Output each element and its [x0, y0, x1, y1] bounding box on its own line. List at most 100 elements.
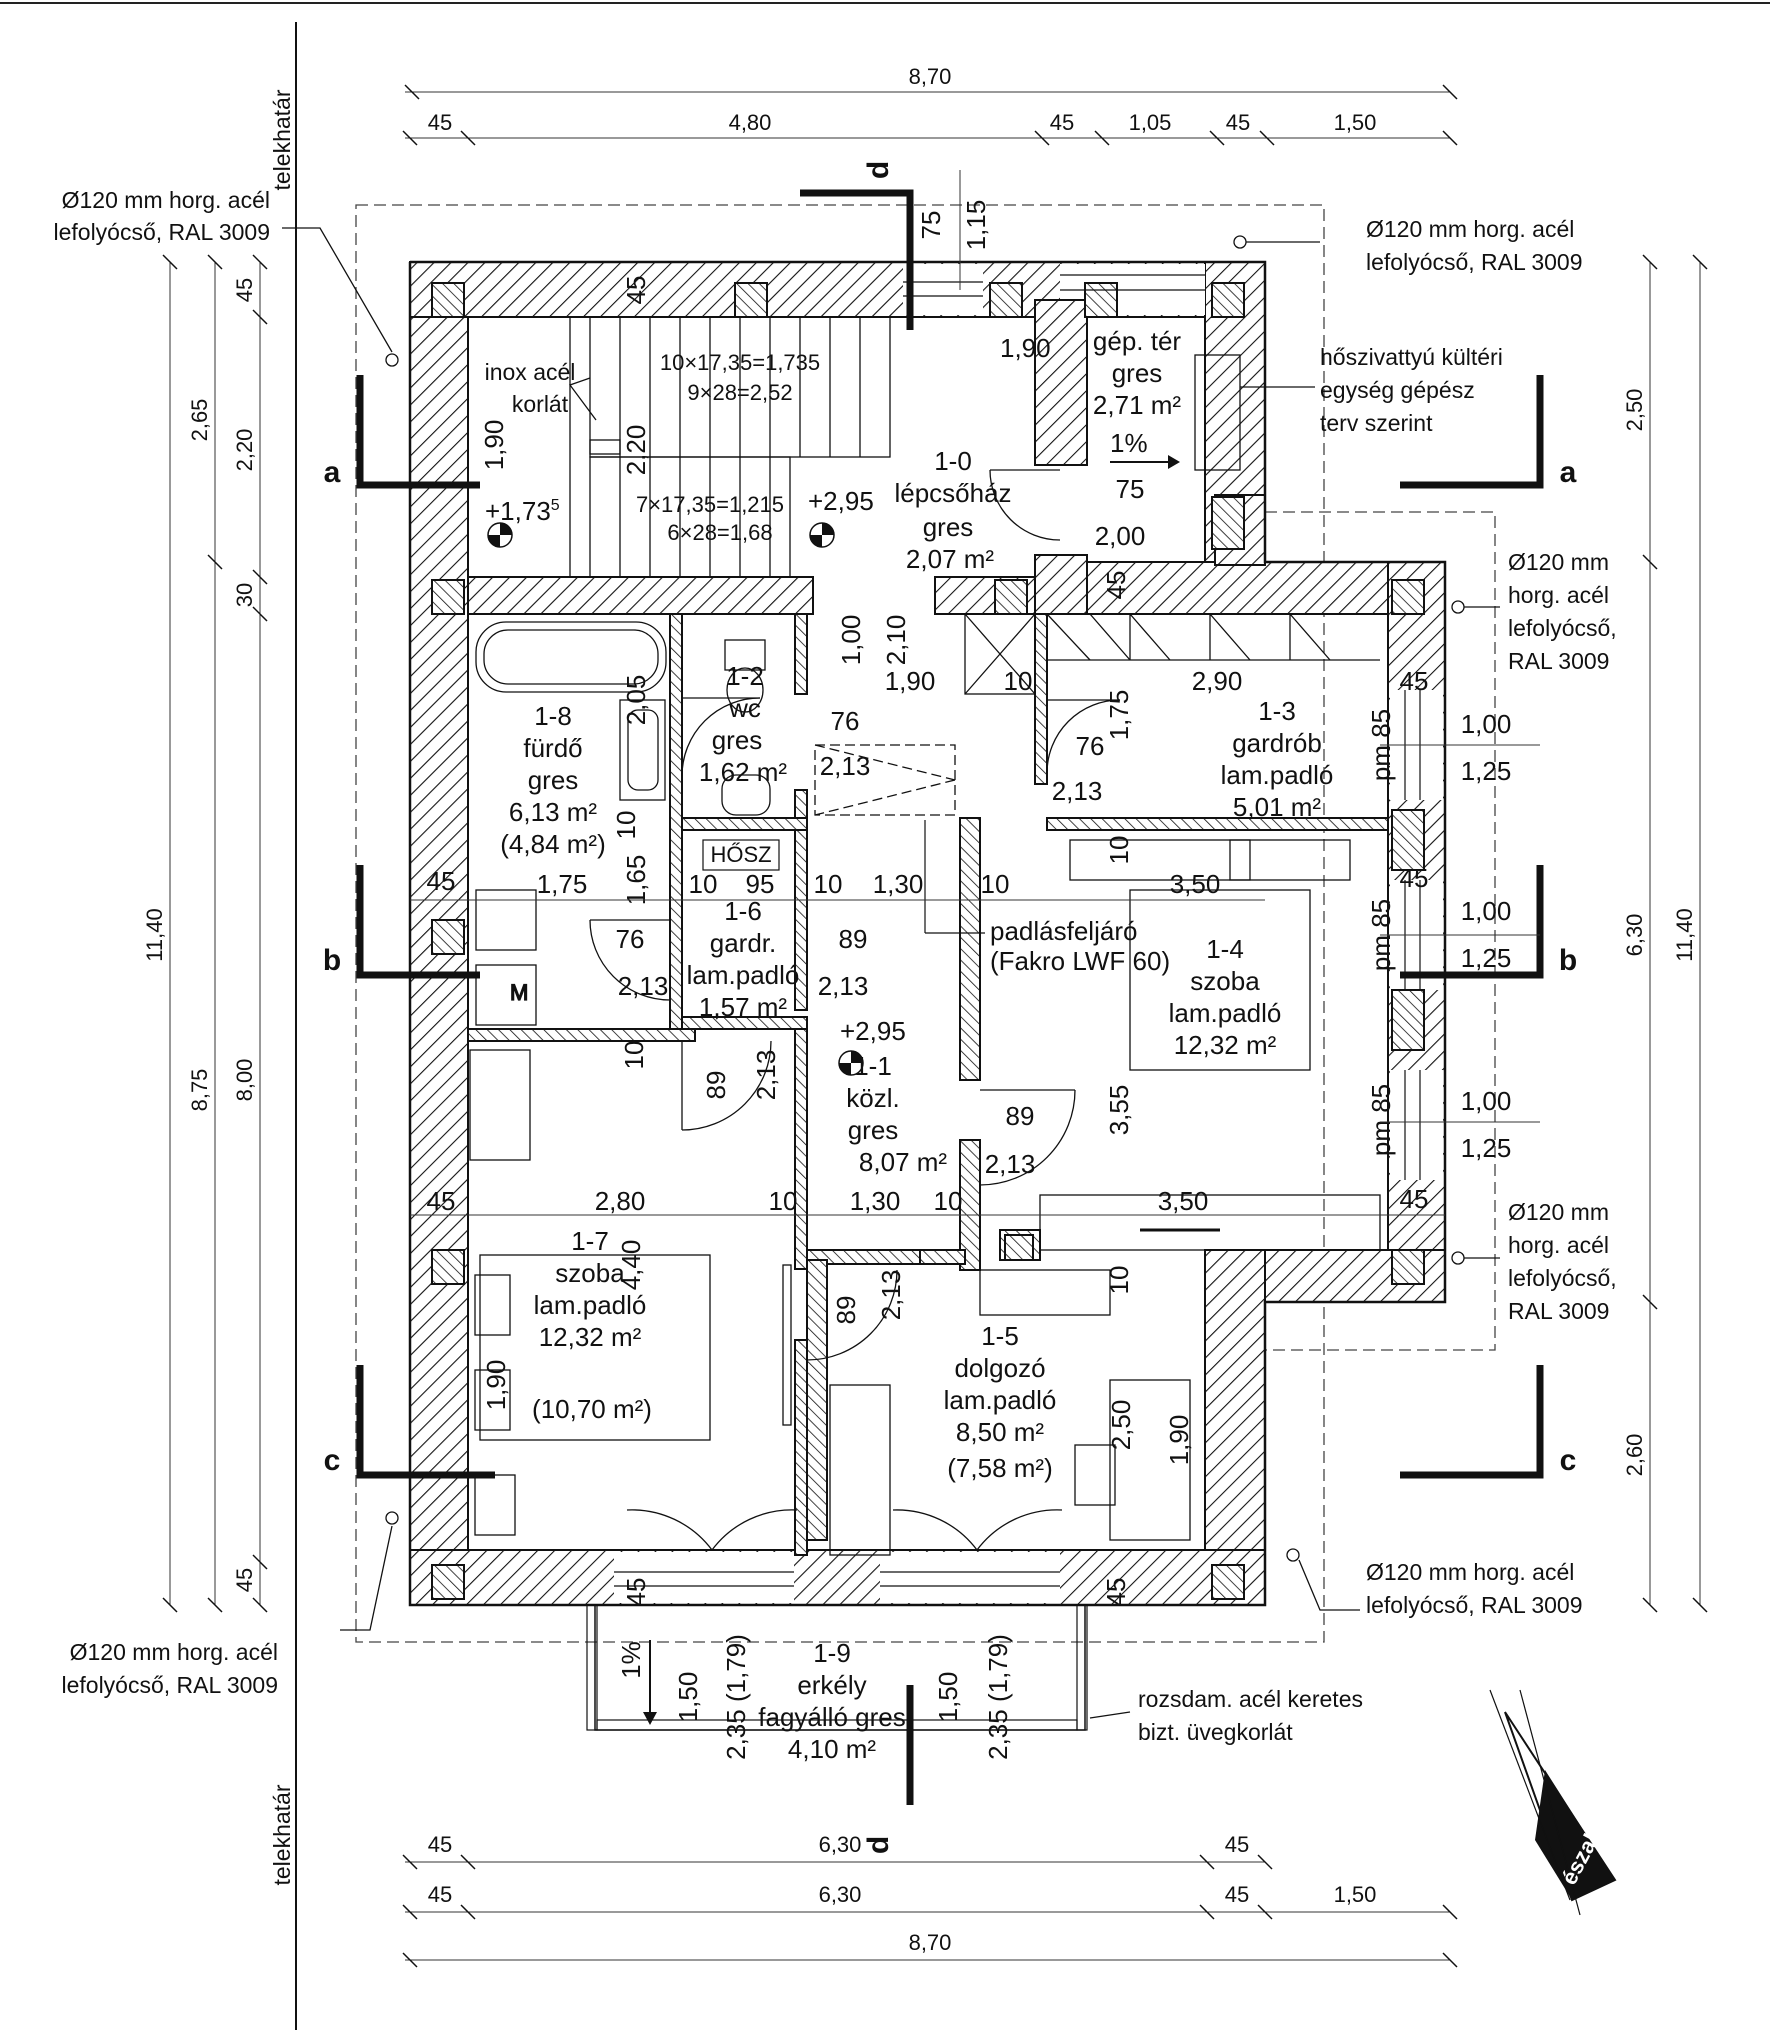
railing-note-1: inox acél	[485, 359, 576, 385]
svg-text:2,35 (1,79): 2,35 (1,79)	[983, 1634, 1013, 1760]
svg-text:8,50 m²: 8,50 m²	[956, 1417, 1044, 1447]
svg-text:gres: gres	[1112, 358, 1163, 388]
downpipe-bl-line1: Ø120 mm horg. acél	[70, 1639, 278, 1665]
svg-text:89: 89	[1006, 1101, 1035, 1131]
dim-bottom-total: 8,70	[909, 1930, 952, 1955]
dim-bottom1-1: 6,30	[819, 1832, 862, 1857]
dim-left-inner-3: 8,00	[232, 1059, 257, 1102]
svg-text:4,40: 4,40	[616, 1240, 646, 1291]
downpipe-mr1-line2: horg. acél	[1508, 582, 1609, 608]
dim-left-inner-2: 30	[232, 583, 257, 607]
svg-text:1,00: 1,00	[836, 615, 866, 666]
room-1-8: 1-8 fürdő gres 6,13 m² (4,84 m²)	[500, 701, 605, 859]
section-d-top: d	[862, 161, 895, 179]
svg-text:3,55: 3,55	[1104, 1085, 1134, 1136]
svg-text:(4,84 m²): (4,84 m²)	[500, 829, 605, 859]
svg-text:fagyálló gres: fagyálló gres	[758, 1702, 905, 1732]
svg-text:2,13: 2,13	[818, 971, 869, 1001]
section-b-right: b	[1559, 944, 1577, 977]
svg-text:1,00: 1,00	[1461, 1086, 1512, 1116]
dim-right-inner-1: 6,30	[1622, 914, 1647, 957]
svg-text:45: 45	[621, 1578, 651, 1607]
svg-text:erkély: erkély	[797, 1670, 866, 1700]
dim-left-outer: 11,40	[142, 908, 167, 961]
svg-text:4,10 m²: 4,10 m²	[788, 1734, 876, 1764]
downpipe-bl-line2: lefolyócső, RAL 3009	[61, 1672, 278, 1698]
svg-text:M: M	[510, 980, 528, 1005]
downpipe-markers	[282, 227, 1500, 1719]
svg-text:wc: wc	[728, 693, 761, 723]
balcony-railing-note-1: rozsdam. acél keretes	[1138, 1686, 1363, 1712]
svg-text:10: 10	[981, 869, 1010, 899]
dim-left-inner-0: 45	[232, 278, 257, 302]
attic-note-2: (Fakro LWF 60)	[990, 946, 1170, 976]
attic-note-1: padlásfeljáró	[990, 916, 1137, 946]
svg-text:szoba: szoba	[555, 1258, 625, 1288]
level-295-stair: +2,95	[808, 486, 874, 516]
svg-text:1-1: 1-1	[854, 1051, 892, 1081]
section-b-left: b	[323, 944, 341, 977]
svg-text:1,25: 1,25	[1461, 943, 1512, 973]
svg-text:2,00: 2,00	[1095, 521, 1146, 551]
svg-text:45: 45	[427, 1186, 456, 1216]
section-c-left: c	[324, 1444, 341, 1477]
svg-text:45: 45	[621, 276, 651, 305]
svg-text:1,90: 1,90	[885, 666, 936, 696]
svg-text:75: 75	[916, 211, 946, 240]
svg-text:(7,58 m²): (7,58 m²)	[947, 1453, 1052, 1483]
staircase	[569, 316, 891, 578]
slope-label-balcony: 1%	[616, 1641, 646, 1679]
svg-text:1,15: 1,15	[961, 200, 991, 251]
roof-outline-right	[1265, 511, 1496, 1351]
downpipe-mr1-line4: RAL 3009	[1508, 648, 1609, 674]
svg-text:10: 10	[1104, 1266, 1134, 1295]
svg-text:1-8: 1-8	[534, 701, 572, 731]
svg-text:2,13: 2,13	[618, 971, 669, 1001]
heat-pump-note-2: egység gépész	[1320, 377, 1475, 403]
svg-text:szoba: szoba	[1190, 966, 1260, 996]
svg-text:2,13: 2,13	[1052, 776, 1103, 806]
stair-note-3: 7×17,35=1,215	[636, 492, 784, 517]
dimension-ticks	[162, 84, 1708, 1968]
dim-top-2: 45	[1050, 110, 1074, 135]
svg-text:2,13: 2,13	[820, 751, 871, 781]
svg-text:2,20: 2,20	[621, 425, 651, 476]
downpipe-tr-line2: lefolyócső, RAL 3009	[1366, 249, 1583, 275]
balcony	[586, 1604, 1088, 1731]
svg-text:lam.padló: lam.padló	[1169, 998, 1282, 1028]
section-a-left: a	[324, 456, 341, 489]
dimension-lines	[169, 91, 1701, 1961]
svg-text:75: 75	[1116, 474, 1145, 504]
svg-text:1-3: 1-3	[1258, 696, 1296, 726]
dim-top-0: 45	[428, 110, 452, 135]
downpipe-mr2-line3: lefolyócső,	[1508, 1265, 1617, 1291]
room-1-5: 1-5 dolgozó lam.padló 8,50 m² (7,58 m²)	[944, 1321, 1057, 1483]
svg-text:2,05: 2,05	[621, 675, 651, 726]
level-295-hall: +2,95	[840, 1016, 906, 1046]
svg-text:1-4: 1-4	[1206, 934, 1244, 964]
svg-text:lam.padló: lam.padló	[944, 1385, 1057, 1415]
north-arrow	[1489, 1689, 1617, 1916]
svg-text:45: 45	[1400, 1184, 1429, 1214]
svg-text:95: 95	[746, 869, 775, 899]
stair-note-2: 9×28=2,52	[687, 380, 792, 405]
stair-note-1: 10×17,35=1,735	[660, 350, 820, 375]
hosz-label: HŐSZ	[710, 842, 771, 867]
lot-line-label-bottom: telekhatár	[269, 1784, 295, 1885]
room-1-9: 1-9 erkély fagyálló gres 4,10 m²	[758, 1638, 905, 1764]
svg-text:1,50: 1,50	[933, 1672, 963, 1723]
heat-pump-note-3: terv szerint	[1320, 410, 1433, 436]
svg-text:89: 89	[701, 1071, 731, 1100]
svg-text:10: 10	[814, 869, 843, 899]
slope-label-mach: 1%	[1110, 428, 1148, 458]
slope-arrow-head	[1168, 455, 1180, 469]
svg-text:89: 89	[831, 1296, 861, 1325]
svg-text:3,50: 3,50	[1170, 869, 1221, 899]
svg-text:2,13: 2,13	[985, 1149, 1036, 1179]
svg-text:2,07 m²: 2,07 m²	[906, 544, 994, 574]
svg-text:1,30: 1,30	[850, 1186, 901, 1216]
room-1-1: 1-1 közl. gres 8,07 m²	[846, 1051, 947, 1177]
svg-text:2,71 m²: 2,71 m²	[1093, 390, 1181, 420]
dim-bottom2-3: 1,50	[1334, 1882, 1377, 1907]
